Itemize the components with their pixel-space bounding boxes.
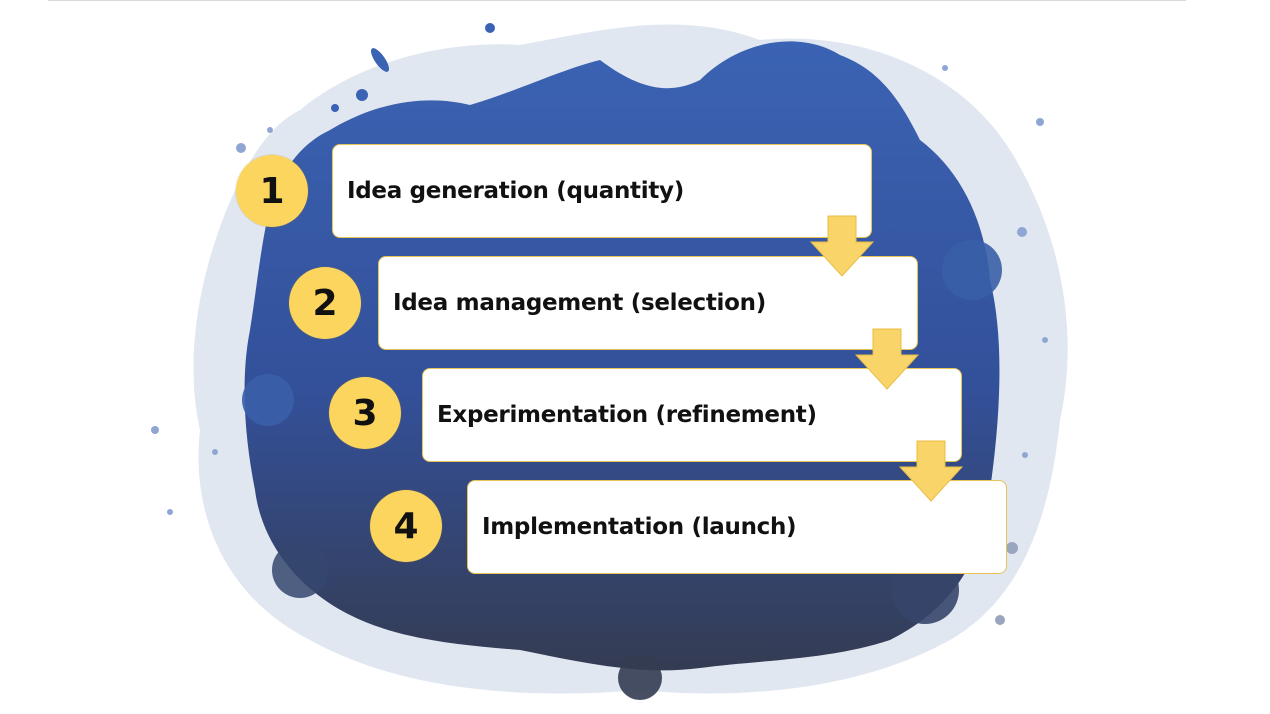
step-number: 4 (393, 505, 419, 547)
splash-droplet (236, 143, 246, 153)
down-arrow-icon (810, 215, 874, 277)
step-label: Experimentation (refinement) (437, 402, 817, 428)
down-arrow-icon (855, 328, 919, 390)
top-divider (48, 0, 1186, 1)
step-number-badge: 1 (236, 155, 308, 227)
step-box-1: Idea generation (quantity) (332, 144, 872, 238)
step-number-badge: 3 (329, 377, 401, 449)
splash-droplet (995, 615, 1005, 625)
step-number-badge: 2 (289, 267, 361, 339)
down-arrow-icon (899, 440, 963, 502)
splash-blob (618, 656, 662, 700)
step-number-badge: 4 (370, 490, 442, 562)
splash-droplet (1022, 452, 1028, 458)
step-label: Idea management (selection) (393, 290, 766, 316)
splash-droplet (370, 48, 390, 72)
splash-blob (272, 542, 328, 598)
splash-droplet (1017, 227, 1027, 237)
splash-droplet (356, 89, 368, 101)
step-label: Implementation (launch) (482, 514, 797, 540)
splash-droplet (942, 65, 948, 71)
splash-droplet (1036, 118, 1044, 126)
splash-droplet (485, 23, 495, 33)
splash-droplet (1006, 542, 1018, 554)
splash-blob (942, 240, 1002, 300)
step-box-4: Implementation (launch) (467, 480, 1007, 574)
splash-droplet (267, 127, 273, 133)
step-label: Idea generation (quantity) (347, 178, 684, 204)
splash-droplet (1042, 337, 1048, 343)
splash-blob (242, 374, 294, 426)
splash-droplet (151, 426, 159, 434)
step-box-2: Idea management (selection) (378, 256, 918, 350)
step-number: 2 (312, 282, 338, 324)
splash-droplet (167, 509, 173, 515)
step-box-3: Experimentation (refinement) (422, 368, 962, 462)
step-number: 1 (259, 170, 285, 212)
step-number: 3 (352, 392, 378, 434)
splash-droplet (331, 104, 339, 112)
splash-droplet (212, 449, 218, 455)
